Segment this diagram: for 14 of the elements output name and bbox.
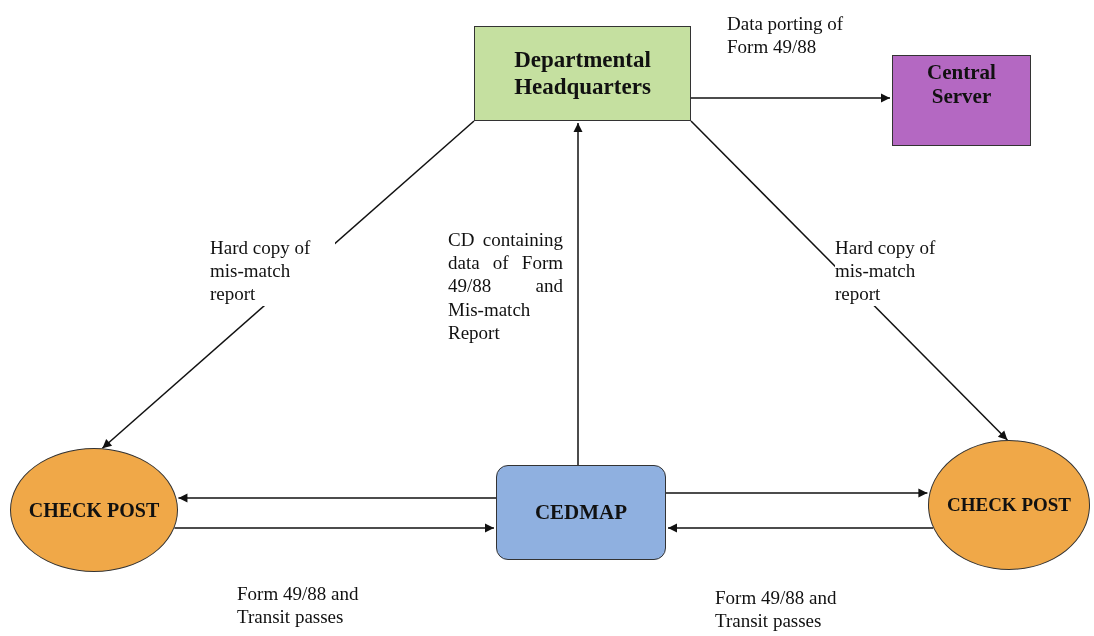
node-label: Central Server bbox=[926, 59, 997, 111]
arrow bbox=[573, 122, 583, 466]
arrow bbox=[173, 523, 495, 533]
process-box bbox=[496, 465, 666, 560]
arrow bbox=[177, 493, 497, 503]
arrow bbox=[665, 488, 929, 498]
arrow bbox=[690, 93, 891, 103]
process-box bbox=[474, 26, 691, 121]
node-label: CHECK POST bbox=[27, 497, 161, 523]
node-label: CHECK POST bbox=[945, 493, 1073, 518]
node-label: CEDMAP bbox=[533, 499, 629, 527]
arrow bbox=[667, 523, 934, 533]
node-label: Departmental Headquarters bbox=[513, 46, 652, 101]
process-box bbox=[892, 55, 1031, 146]
